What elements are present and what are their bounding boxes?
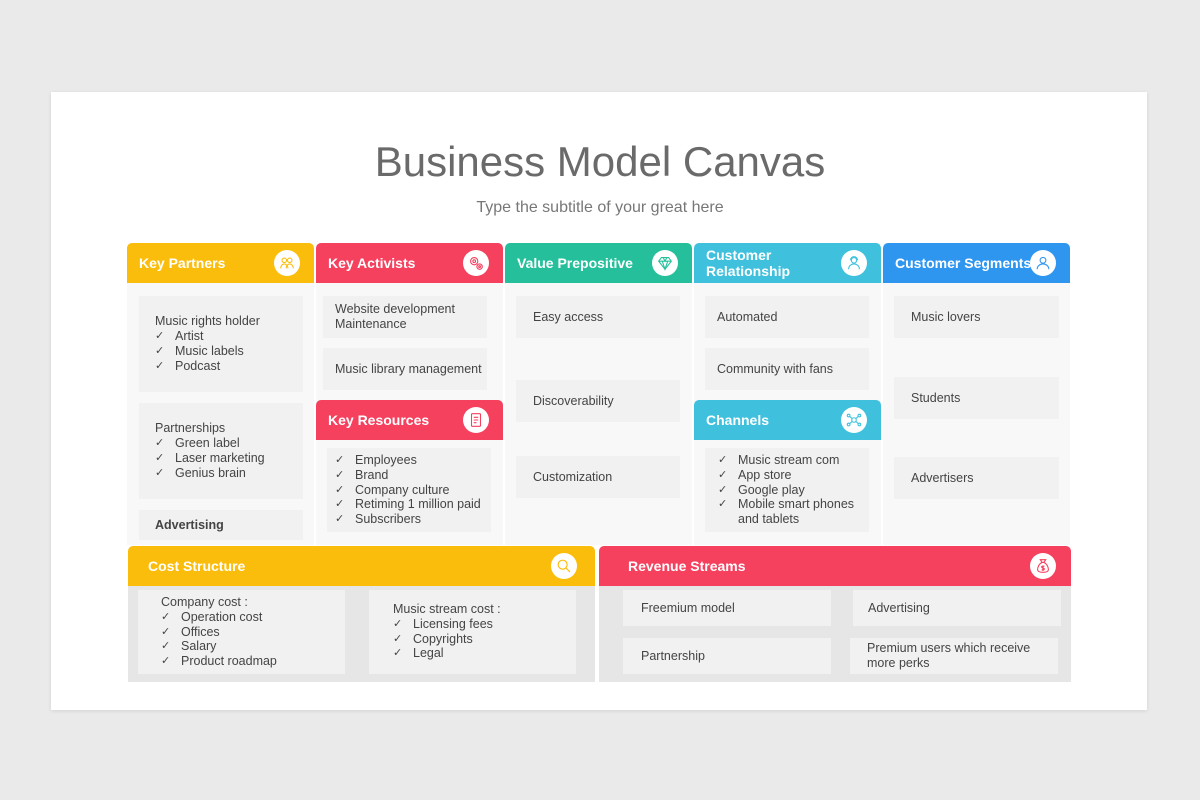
list-item: App store [718,468,863,483]
list-item: Retiming 1 million paid [335,497,491,512]
channels-label: Channels [706,412,770,428]
key-activities-box-website: Website development Maintenance [323,296,487,338]
page-subtitle: Type the subtitle of your great here [476,199,724,216]
page-title: Business Model Canvas [374,138,826,185]
list-item: Copyrights [393,632,576,647]
key-activities-box-library: Music library management [323,348,487,390]
customer-segment-box-3: Advertisers [894,457,1059,499]
customer-relationship-box-1: Automated [705,296,869,338]
customer-relationship-header: Customer Relationship [694,243,881,283]
revenue-streams-header: Revenue Streams [599,546,1071,586]
list-item: Product roadmap [161,654,345,669]
revenue-stream-box-2: Advertising [853,590,1061,626]
key-partners-box-rights: Music rights holder Artist Music labels … [139,296,303,392]
value-proposition-text: Discoverability [533,393,614,408]
revenue-stream-box-1: Freemium model [623,590,831,626]
list-item: Laser marketing [155,451,303,466]
list-item: Podcast [155,359,303,374]
customer-segments-header: Customer Segments [883,243,1070,283]
gears-icon [463,250,489,276]
people-icon [274,250,300,276]
key-partners-header: Key Partners [127,243,314,283]
cost-structure-box1-title: Company cost : [161,595,248,609]
revenue-stream-text: Freemium model [641,600,735,615]
customer-segment-text: Music lovers [911,309,981,324]
customer-segment-box-1: Music lovers [894,296,1059,338]
list-item: Artist [155,329,303,344]
key-resources-header: Key Resources [316,400,503,440]
cost-structure-box-company: Company cost : Operation cost Offices Sa… [138,590,345,674]
customer-segment-box-2: Students [894,377,1059,419]
list-item: Mobile smart phones and tablets [718,497,863,527]
customer-relationship-text: Automated [717,309,778,324]
document-icon [463,407,489,433]
customer-segments-label: Customer Segments [895,255,1032,271]
channels-box: Music stream com App store Google play M… [705,448,869,532]
key-partners-label: Key Partners [139,255,226,271]
list-item: Brand [335,468,491,483]
cost-structure-header: Cost Structure [128,546,595,586]
magnifier-icon [551,553,577,579]
key-resources-box: Employees Brand Company culture Retiming… [327,448,491,532]
key-partners-box2-title: Partnerships [155,421,226,436]
value-proposition-text: Customization [533,469,613,484]
money-bag-icon [1030,553,1056,579]
list-item: Google play [718,483,863,498]
list-item: Licensing fees [393,617,576,632]
value-proposition-box-1: Easy access [516,296,680,338]
list-item: Company culture [335,483,491,498]
list-item: Operation cost [161,610,345,625]
value-proposition-text: Easy access [533,309,604,324]
list-item: Employees [335,453,491,468]
key-activities-box1: Website development Maintenance [335,302,455,331]
cost-structure-label: Cost Structure [148,558,246,574]
customer-segment-text: Advertisers [911,470,974,485]
list-item: Offices [161,625,345,640]
cost-structure-box-music: Music stream cost : Licensing fees Copyr… [369,590,576,674]
user-icon [1030,250,1056,276]
list-item: Subscribers [335,512,491,527]
key-activities-header: Key Activists [316,243,503,283]
key-activities-label: Key Activists [328,255,416,271]
customer-relationship-label: Customer Relationship [706,247,791,279]
revenue-stream-box-3: Partnership [623,638,831,674]
revenue-stream-text: Partnership [641,648,705,663]
value-propositions-label: Value Prepositive [517,255,633,271]
list-item: Music labels [155,344,303,359]
list-item: Salary [161,639,345,654]
list-item: Music stream com [718,453,863,468]
customer-service-icon [841,250,867,276]
value-proposition-box-3: Customization [516,456,680,498]
revenue-stream-text: Premium users which receive more perks [867,641,1031,670]
key-resources-label: Key Resources [328,412,430,428]
diamond-icon [652,250,678,276]
channels-header: Channels [694,400,881,440]
customer-relationship-box-2: Community with fans [705,348,869,390]
key-partners-box-advertising: Advertising [139,510,303,540]
network-icon [841,407,867,433]
revenue-stream-box-4: Premium users which receive more perks [850,638,1058,674]
value-propositions-header: Value Prepositive [505,243,692,283]
cost-structure-box2-title: Music stream cost : [393,602,501,616]
value-proposition-box-2: Discoverability [516,380,680,422]
key-activities-box2: Music library management [335,361,482,376]
key-partners-box3: Advertising [155,517,224,532]
key-partners-box-partnerships: Partnerships Green label Laser marketing… [139,403,303,499]
list-item: Legal [393,646,576,661]
list-item: Genius brain [155,466,303,481]
revenue-stream-text: Advertising [868,600,930,615]
list-item: Green label [155,436,303,451]
customer-segment-text: Students [911,390,961,405]
revenue-streams-label: Revenue Streams [628,558,746,574]
key-partners-box1-title: Music rights holder [155,314,260,329]
customer-relationship-text: Community with fans [717,361,834,376]
